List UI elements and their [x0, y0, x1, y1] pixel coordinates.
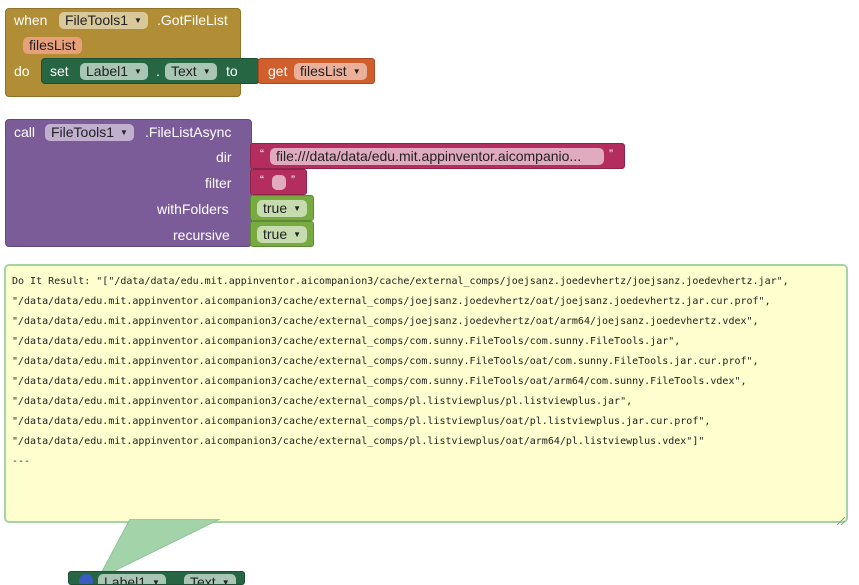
call-component-dropdown[interactable]: FileTools1 ▼ [45, 124, 134, 141]
call-file-list-async-block[interactable]: call FileTools1 ▼ .FileListAsync dir filt… [5, 119, 252, 247]
set-label: set [50, 63, 69, 79]
method-name-label: .FileListAsync [145, 124, 232, 140]
dropdown-arrow-icon: ▼ [120, 128, 128, 137]
event-component-label: FileTools1 [65, 12, 129, 28]
result-line: Do It Result: "["/data/data/edu.mit.appi… [12, 276, 789, 287]
recursive-value: true [263, 226, 288, 242]
with-folders-param-label: withFolders [157, 201, 229, 217]
event-block-got-file-list[interactable]: when FileTools1▼ .GotFileList filesList … [5, 8, 260, 97]
event-name-label: .GotFileList [157, 12, 228, 28]
with-folders-value: true [263, 200, 288, 216]
bottom-property-label: Text [190, 574, 216, 585]
bottom-component-dropdown[interactable]: Label1 ▼ [98, 574, 166, 585]
do-it-result-bubble[interactable]: Do It Result: "["/data/data/edu.mit.appi… [4, 264, 848, 526]
result-line: "/data/data/edu.mit.appinventor.aicompan… [12, 436, 705, 447]
quote-open-icon: “ [260, 173, 264, 187]
param-files-list[interactable]: filesList [23, 37, 82, 54]
info-icon[interactable] [79, 574, 93, 584]
set-component-dropdown[interactable]: Label1 ▼ [80, 63, 148, 80]
dropdown-arrow-icon: ▼ [293, 230, 302, 239]
resize-handle-icon[interactable] [836, 512, 846, 526]
result-line: "/data/data/edu.mit.appinventor.aicompan… [12, 316, 759, 327]
dropdown-arrow-icon: ▼ [134, 67, 142, 76]
dropdown-arrow-icon: ▼ [152, 578, 160, 585]
recursive-logic-block[interactable]: true ▼ [250, 221, 314, 247]
event-component-dropdown[interactable]: FileTools1 ▼ [59, 12, 148, 29]
result-line: --- [12, 456, 31, 467]
bottom-property-dropdown[interactable]: Text ▼ [184, 574, 236, 585]
dropdown-arrow-icon: ▼ [221, 578, 230, 585]
dropdown-arrow-icon: ▼ [352, 67, 361, 76]
result-line: "/data/data/edu.mit.appinventor.aicompan… [12, 396, 633, 407]
dot-label: . [156, 63, 160, 79]
result-line: "/data/data/edu.mit.appinventor.aicompan… [12, 336, 681, 347]
dir-text-field[interactable]: file:///data/data/edu.mit.appinventor.ai… [270, 148, 604, 165]
result-line: "/data/data/edu.mit.appinventor.aicompan… [12, 376, 747, 387]
get-var-dropdown[interactable]: filesList ▼ [294, 63, 367, 80]
set-property-dropdown[interactable]: Text ▼ [165, 63, 217, 80]
set-property-label: Text [171, 63, 197, 79]
dropdown-arrow-icon: ▼ [134, 16, 142, 25]
call-label: call [14, 124, 36, 140]
quote-open-icon: “ [260, 147, 264, 161]
recursive-param-label: recursive [173, 227, 230, 243]
label-text-getter-block[interactable]: Label1 ▼ Text ▼ [68, 571, 245, 585]
bottom-component-label: Label1 [104, 574, 147, 585]
filter-text-block[interactable]: “ ” [250, 169, 307, 195]
filter-text-field[interactable] [272, 175, 286, 190]
get-files-list-block[interactable]: get filesList ▼ [258, 58, 375, 84]
dir-param-label: dir [216, 149, 232, 165]
to-label: to [226, 63, 238, 79]
set-component-label: Label1 [86, 63, 129, 79]
set-label-text-block[interactable]: set Label1 ▼ . Text ▼ to [41, 58, 260, 84]
get-label: get [268, 63, 288, 79]
with-folders-logic-block[interactable]: true ▼ [250, 195, 314, 221]
recursive-dropdown[interactable]: true ▼ [257, 226, 308, 243]
with-folders-dropdown[interactable]: true ▼ [257, 200, 308, 217]
do-label: do [14, 63, 30, 79]
get-var-label: filesList [300, 63, 347, 79]
when-label: when [14, 12, 48, 28]
result-line: "/data/data/edu.mit.appinventor.aicompan… [12, 416, 711, 427]
result-line: "/data/data/edu.mit.appinventor.aicompan… [12, 356, 759, 367]
dropdown-arrow-icon: ▼ [202, 67, 211, 76]
bubble-tail [96, 519, 221, 581]
result-line: "/data/data/edu.mit.appinventor.aicompan… [12, 296, 771, 307]
quote-close-icon: ” [291, 173, 295, 187]
quote-close-icon: ” [609, 147, 613, 161]
call-component-label: FileTools1 [51, 124, 115, 140]
dropdown-arrow-icon: ▼ [293, 204, 302, 213]
dir-text-block[interactable]: “ file:///data/data/edu.mit.appinventor.… [250, 143, 625, 169]
filter-param-label: filter [205, 175, 232, 191]
